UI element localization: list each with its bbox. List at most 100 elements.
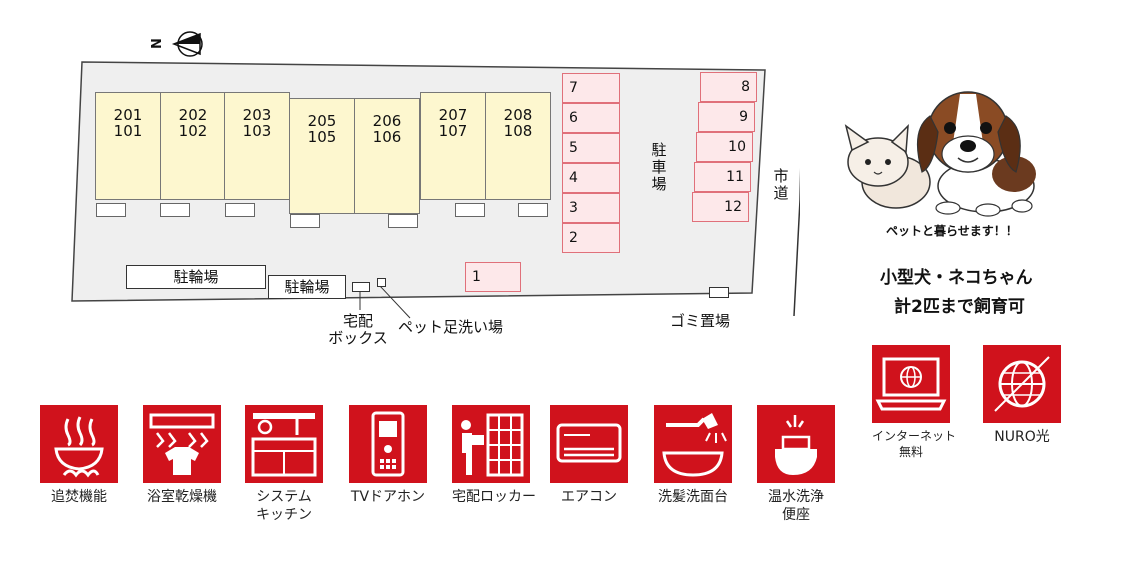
amenity-air-conditioner: エアコン [550,405,628,506]
unit-lower-number: 106 [372,128,402,146]
amenity-label: インターネット [872,429,957,443]
parking-space-7: 7 [562,73,620,103]
garbage-label: ゴミ置場 [670,312,731,330]
delivery-box-marker [352,282,370,292]
unit-upper-number: 202 [178,106,208,124]
unit-lower-number: 103 [242,122,272,140]
pet-caption: ペットと暮らせます！！ [886,224,1018,238]
amenity-tile [757,405,835,483]
road-label: 市道 [773,167,789,202]
parking-space-10: 10 [696,132,753,162]
parking-space-5: 5 [562,133,620,163]
system-kitchen-icon [251,413,317,477]
unit-upper-number: 201 [113,106,143,124]
tv-intercom-icon [371,411,405,477]
shampoo-vanity-icon [662,413,727,477]
parking-space-12: 12 [692,192,749,222]
amenity-bathroom-dryer: 浴室乾燥機 [143,405,221,506]
balcony [518,203,548,217]
balcony [455,203,485,217]
compass-letter: N [149,38,165,49]
amenity-internet-free: インターネット無料 [872,345,957,460]
amenity-nuro-fiber: NURO光 [983,345,1061,446]
delivery-locker-icon [461,413,524,477]
amenity-reheating-bath: 追焚機能 [40,405,118,506]
compass: N [149,30,204,60]
parking-space-11: 11 [694,162,751,192]
parking-space-8: 8 [700,72,757,102]
unit-lower-number: 107 [438,122,468,140]
garbage-marker [709,287,729,298]
amenity-tv-intercom: TVドアホン [349,405,427,506]
bathroom-dryer-icon [149,413,215,475]
amenity-shampoo-vanity: 洗髪洗面台 [654,405,732,506]
pet-illustration [838,70,1058,220]
balcony [96,203,126,217]
nuro-fiber-icon [994,356,1050,412]
amenity-label: エアコン [561,489,617,505]
washlet-toilet-icon [775,415,817,475]
amenity-tile [245,405,323,483]
parking-space-9: 9 [698,102,755,132]
amenity-label: 洗髪洗面台 [658,489,728,505]
amenity-label: キッチン [256,507,312,523]
unit-upper-number: 206 [372,112,402,130]
amenity-label: TVドアホン [350,489,426,505]
amenity-tile [654,405,732,483]
delivery-box-label: 宅配 ボックス [328,312,388,347]
amenity-tile [872,345,950,423]
unit-lower-number: 105 [307,128,337,146]
parking-space-3: 3 [562,193,620,223]
amenity-tile [349,405,427,483]
unit-lower-number: 102 [178,122,208,140]
amenity-delivery-locker: 宅配ロッカー [452,405,536,506]
internet-free-icon [875,357,947,411]
balcony [160,203,190,217]
balcony [225,203,255,217]
amenity-label: 便座 [782,507,810,523]
amenity-tile [143,405,221,483]
north-arrow-icon [171,31,203,57]
amenity-tile [550,405,628,483]
parking-space-4: 4 [562,163,620,193]
amenity-label: 無料 [898,445,923,459]
parking-space-1: 1 [465,262,521,292]
amenity-label: 温水洗浄 [768,489,824,505]
parking-space-6: 6 [562,103,620,133]
amenity-tile [40,405,118,483]
pet-policy-line1: 小型犬・ネコちゃん [880,268,1033,288]
pet-policy-line2: 計2匹まで飼育可 [894,297,1025,317]
bike-parking-2: 駐輪場 [268,275,346,299]
unit-upper-number: 207 [438,106,468,124]
balcony [290,214,320,228]
balcony [388,214,418,228]
amenity-washlet-toilet: 温水洗浄便座 [757,405,835,524]
bike-parking-1: 駐輪場 [126,265,266,289]
amenity-label: NURO光 [994,429,1050,445]
amenity-system-kitchen: システムキッチン [245,405,323,524]
amenity-tile [983,345,1061,423]
air-conditioner-icon [556,423,622,463]
reheating-bath-icon [54,416,104,478]
amenity-tile [452,405,530,483]
unit-lower-number: 101 [113,122,143,140]
parking-space-2: 2 [562,223,620,253]
unit-upper-number: 208 [503,106,533,124]
unit-lower-number: 108 [503,122,533,140]
amenity-label: システム [256,489,312,505]
parking-label: 駐車場 [651,141,667,193]
dog-and-cat-icon [844,91,1036,217]
pet-wash-label: ペット足洗い場 [398,318,504,336]
amenity-label: 浴室乾燥機 [147,489,217,505]
unit-upper-number: 205 [307,112,337,130]
unit-upper-number: 203 [242,106,272,124]
amenity-label: 宅配ロッカー [452,489,536,505]
amenity-label: 追焚機能 [51,489,107,505]
